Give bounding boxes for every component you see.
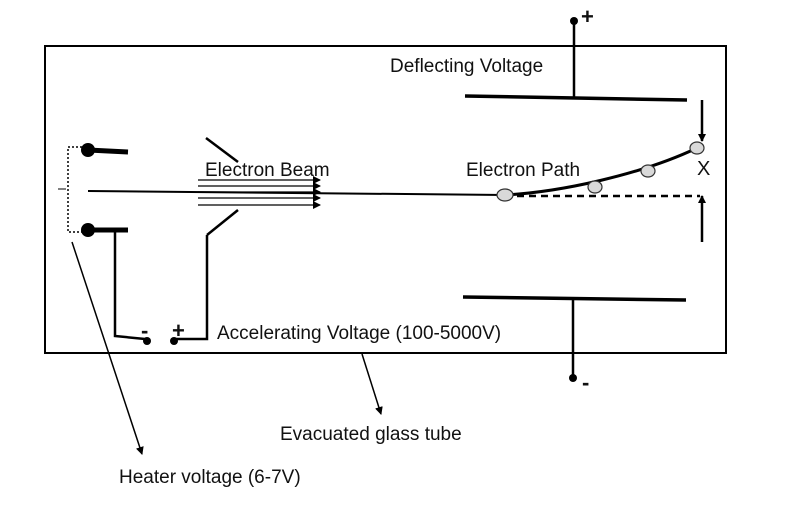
top-plate-sign: +	[581, 4, 594, 29]
heater-dotted-link	[67, 146, 82, 233]
accel-positive-terminal	[170, 337, 178, 345]
electron-beam-label: Electron Beam	[205, 160, 330, 181]
bottom-deflecting-plate	[462, 295, 687, 302]
accel-positive-sign: +	[172, 318, 185, 343]
electron-3	[640, 164, 656, 178]
anode-lead	[176, 235, 209, 341]
deflecting-voltage-label: Deflecting Voltage	[390, 56, 543, 77]
cathode-lead	[113, 230, 146, 341]
heater-top-bar	[87, 147, 129, 155]
anode-lower	[206, 209, 239, 236]
electron-2	[587, 180, 603, 194]
electron-1	[496, 188, 514, 202]
evacuated-tube-label: Evacuated glass tube	[280, 424, 462, 445]
heater-pointer	[71, 241, 144, 455]
tube-pointer	[361, 353, 383, 415]
accel-negative-sign: -	[141, 318, 148, 343]
deflected-electron-path	[504, 146, 698, 197]
deflection-marker: X	[697, 158, 710, 180]
electron-4	[689, 141, 705, 155]
top-plate-terminal	[570, 17, 578, 25]
bottom-plate-sign: -	[582, 370, 589, 395]
top-deflecting-plate	[464, 94, 688, 102]
electron-path-label: Electron Path	[466, 160, 580, 181]
accel-negative-terminal	[143, 337, 151, 345]
accelerating-voltage-label: Accelerating Voltage (100-5000V)	[217, 323, 501, 344]
glass-tube-outline	[44, 45, 727, 354]
anode-upper	[205, 137, 239, 163]
bottom-plate-terminal	[569, 374, 577, 382]
heater-voltage-label: Heater voltage (6-7V)	[119, 467, 301, 488]
beam-axis-line	[87, 190, 506, 196]
